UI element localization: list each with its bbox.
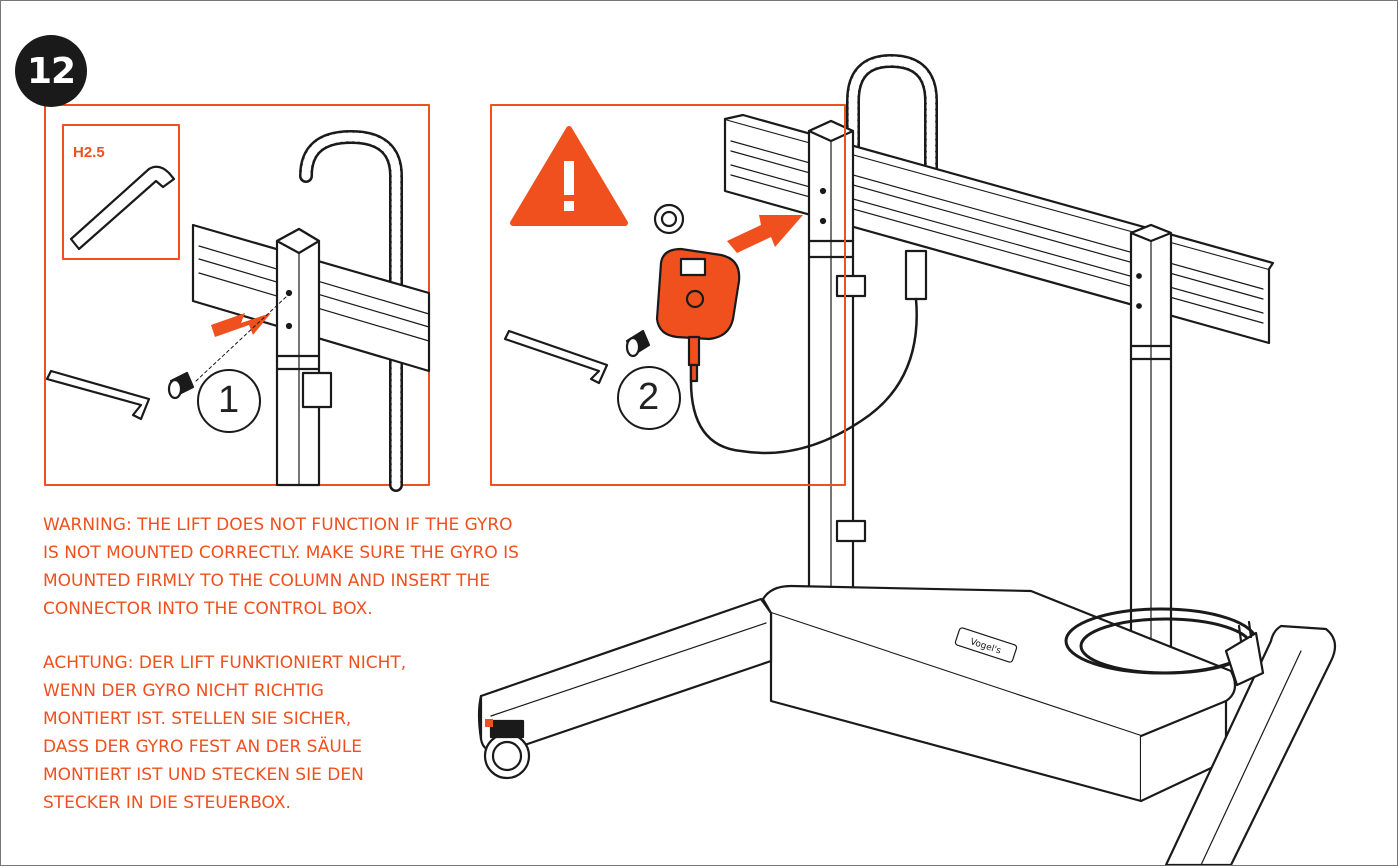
step-number-badge: 12 xyxy=(15,35,87,107)
warning-text-english: WARNING: THE LIFT DOES NOT FUNCTION IF T… xyxy=(43,515,519,619)
inset-step-1 xyxy=(44,104,431,492)
left-leg xyxy=(477,597,773,780)
warning-triangle-icon xyxy=(510,126,628,226)
right-column xyxy=(1129,223,1173,693)
trolley-drawing: Vogel's xyxy=(477,54,1337,865)
inset-step-2 xyxy=(490,104,846,486)
gyro-sensor-icon xyxy=(655,247,741,383)
hex-key-icon xyxy=(69,165,176,251)
warning-text-german: ACHTUNG: DER LIFT FUNKTIONIERT NICHT, WE… xyxy=(43,653,407,813)
display-rail xyxy=(723,113,1275,345)
callout-number-1: 1 xyxy=(218,379,240,421)
right-leg xyxy=(1164,624,1337,865)
hex-key-icon xyxy=(503,329,609,385)
power-cable xyxy=(1064,607,1265,687)
arrow-icon xyxy=(727,215,803,253)
tool-size-label: H2.5 xyxy=(73,144,105,161)
base-plate: Vogel's xyxy=(761,584,1237,803)
screw-icon xyxy=(625,329,651,358)
caster-wheel xyxy=(483,719,531,780)
callout-number-2: 2 xyxy=(638,376,660,418)
hex-key-icon xyxy=(45,369,151,421)
cable-chain xyxy=(846,54,938,208)
washer-icon xyxy=(653,203,685,235)
screw-icon xyxy=(167,371,195,400)
arrow-icon xyxy=(211,313,271,337)
